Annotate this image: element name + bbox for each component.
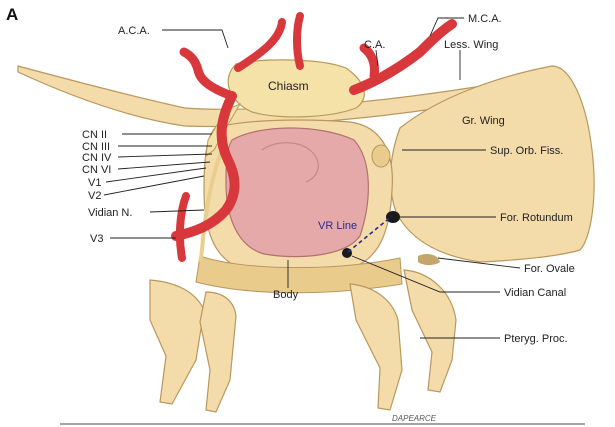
- pituitary-lobe-contour: [261, 142, 319, 183]
- label-cn3: CN III: [82, 141, 110, 153]
- artist-signature: DAPEARCE: [392, 414, 437, 423]
- label-aca: A.C.A.: [118, 25, 150, 37]
- leader-cn4: [117, 153, 213, 158]
- label-cn2: CN II: [82, 129, 107, 141]
- foramen-rotundum: [386, 211, 400, 223]
- leader-cn6: [117, 161, 211, 170]
- label-v3: V3: [90, 233, 103, 245]
- pterygoid-process-left-lateral: [149, 279, 205, 405]
- label-cn6: CN VI: [82, 164, 111, 176]
- label-vidian-n: Vidian N.: [88, 207, 132, 219]
- pituitary-gland: [225, 127, 369, 258]
- carotid-artery-low: [175, 192, 190, 262]
- leader-aca: [162, 29, 229, 49]
- pterygoid-process-left-medial: [199, 291, 237, 413]
- label-pteryg-proc: Pteryg. Proc.: [504, 333, 568, 345]
- panel-letter: A: [6, 5, 18, 24]
- carotid-artery-right: [359, 43, 379, 81]
- anterior-cerebral-artery: [179, 47, 237, 101]
- label-v1: V1: [88, 177, 101, 189]
- middle-cerebral-artery: [349, 19, 457, 95]
- leader-ca: [375, 49, 379, 67]
- label-vr-line: VR Line: [318, 220, 357, 232]
- leader-for-ovale: [437, 257, 521, 269]
- label-for-rotundum: For. Rotundum: [500, 212, 573, 224]
- label-mca: M.C.A.: [468, 13, 502, 25]
- aca-branch-2: [293, 12, 304, 70]
- pterygoid-process-right-lateral: [349, 283, 403, 411]
- label-ca: C.A.: [364, 39, 385, 51]
- label-v2: V2: [88, 190, 101, 202]
- aca-branch: [234, 18, 286, 72]
- label-cn4: CN IV: [82, 152, 112, 164]
- vr-line: [347, 215, 393, 253]
- label-for-ovale: For. Ovale: [524, 263, 575, 275]
- leader-vidian-n: [149, 209, 205, 213]
- pterygoid-process-right-medial: [403, 269, 457, 393]
- label-body: Body: [273, 289, 299, 301]
- internal-carotid-left: [171, 91, 240, 241]
- foramen-ovale: [418, 254, 440, 265]
- leader-v1: [105, 167, 207, 183]
- leader-vidian-canal: [351, 255, 500, 293]
- label-gr-wing: Gr. Wing: [462, 115, 505, 127]
- optic-chiasm: [227, 59, 365, 118]
- label-sup-orb-fiss: Sup. Orb. Fiss.: [490, 145, 563, 157]
- label-chiasm: Chiasm: [268, 79, 309, 93]
- leader-mca: [429, 17, 464, 37]
- sup-orb-fiss-structure: [371, 144, 391, 168]
- label-less-wing: Less. Wing: [444, 39, 498, 51]
- leader-v2: [103, 175, 205, 196]
- label-vidian-canal: Vidian Canal: [504, 287, 566, 299]
